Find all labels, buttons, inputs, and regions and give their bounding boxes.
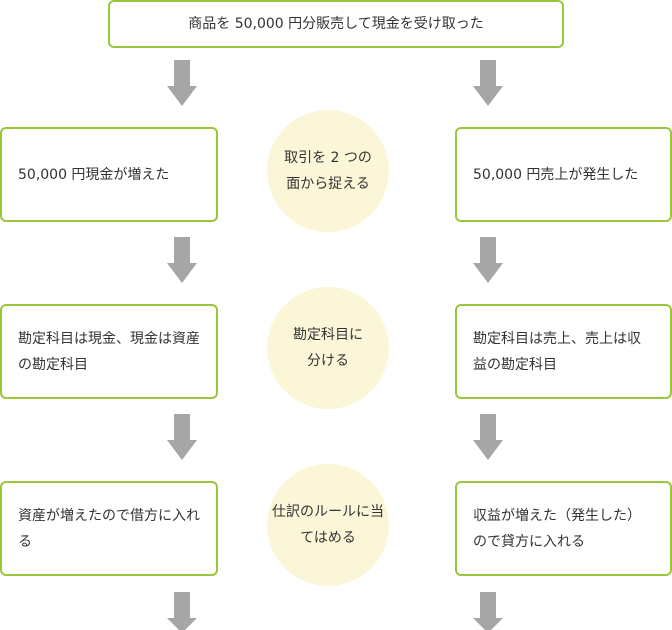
down-arrow-icon: [473, 414, 503, 460]
down-arrow-icon: [167, 592, 197, 630]
top-statement-text: 商品を 50,000 円分販売して現金を受け取った: [188, 16, 484, 32]
right-step-1-text: 50,000 円売上が発生した: [473, 166, 639, 183]
right-step-3-text: 収益が増えた（発生した）ので貸方に入れる: [473, 507, 641, 550]
center-label-3-text: 仕訳のルールに当てはめる: [272, 504, 384, 546]
center-label-3: 仕訳のルールに当てはめる: [267, 464, 389, 586]
right-step-2-text: 勘定科目は売上、売上は収益の勘定科目: [473, 330, 641, 373]
down-arrow-icon: [167, 414, 197, 460]
left-step-1-text: 50,000 円現金が増えた: [18, 166, 170, 183]
center-label-1-text: 取引を 2 つの面から捉える: [284, 150, 372, 192]
down-arrow-icon: [167, 60, 197, 106]
left-step-3-box: 資産が増えたので借方に入れる: [0, 481, 218, 576]
left-step-1-box: 50,000 円現金が増えた: [0, 127, 218, 222]
left-step-2-box: 勘定科目は現金、現金は資産の勘定科目: [0, 304, 218, 399]
right-step-2-box: 勘定科目は売上、売上は収益の勘定科目: [455, 304, 672, 399]
left-step-3-text: 資産が増えたので借方に入れる: [18, 507, 200, 550]
top-statement-box: 商品を 50,000 円分販売して現金を受け取った: [108, 0, 564, 48]
down-arrow-icon: [167, 237, 197, 283]
right-step-3-box: 収益が増えた（発生した）ので貸方に入れる: [455, 481, 672, 576]
center-label-2-text: 勘定科目に分ける: [293, 327, 363, 369]
center-label-1: 取引を 2 つの面から捉える: [267, 110, 389, 232]
down-arrow-icon: [473, 60, 503, 106]
down-arrow-icon: [473, 592, 503, 630]
left-step-2-text: 勘定科目は現金、現金は資産の勘定科目: [18, 330, 200, 373]
right-step-1-box: 50,000 円売上が発生した: [455, 127, 672, 222]
down-arrow-icon: [473, 237, 503, 283]
center-label-2: 勘定科目に分ける: [267, 287, 389, 409]
